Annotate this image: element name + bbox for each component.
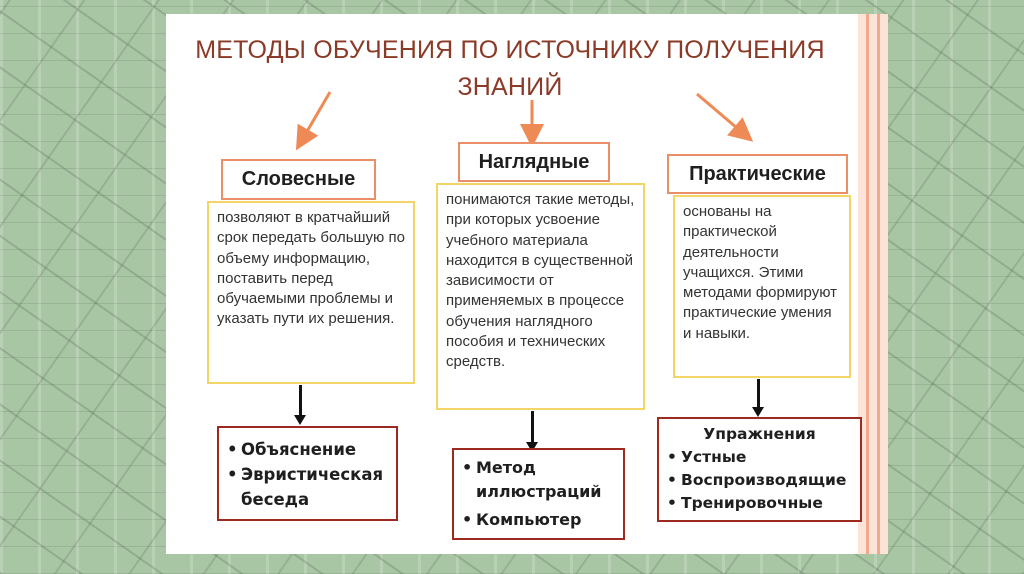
heading-verbal: Словесные bbox=[221, 159, 376, 200]
bullet-icon: • bbox=[462, 458, 473, 477]
list-item: •Тренировочные bbox=[667, 492, 852, 515]
connector-visual bbox=[531, 411, 534, 444]
bullet-icon: • bbox=[462, 510, 473, 529]
connector-verbal-arrowhead bbox=[294, 415, 306, 425]
list-item: •Объяснение bbox=[227, 437, 388, 462]
heading-visual: Наглядные bbox=[458, 142, 610, 182]
list-item: •Воспроизводящие bbox=[667, 469, 852, 492]
list-title: Упражнения bbox=[703, 425, 816, 443]
arrow-to-practical bbox=[696, 92, 754, 142]
connector-practical-arrowhead bbox=[752, 407, 764, 417]
list-item: •Устные bbox=[667, 446, 852, 469]
list-visual: •Метод иллюстраций •Компьютер bbox=[452, 448, 625, 540]
bullet-icon: • bbox=[227, 465, 238, 484]
bullet-icon: • bbox=[227, 440, 238, 459]
description-practical: основаны на практической деятельности уч… bbox=[673, 195, 851, 378]
page-title: МЕТОДЫ ОБУЧЕНИЯ ПО ИСТОЧНИКУ ПОЛУЧЕНИЯ З… bbox=[195, 36, 825, 101]
list-item: •Метод иллюстраций bbox=[462, 458, 602, 501]
bullet-icon: • bbox=[667, 494, 677, 512]
heading-practical: Практические bbox=[667, 154, 848, 194]
list-verbal: •Объяснение •Эвристическая беседа bbox=[217, 426, 398, 521]
list-item: •Компьютер bbox=[462, 508, 615, 532]
bullet-icon: • bbox=[667, 471, 677, 489]
list-item: •Эвристическая беседа bbox=[227, 462, 388, 512]
list-practical: Упражнения •Устные •Воспроизводящие •Тре… bbox=[657, 417, 862, 522]
bullet-icon: • bbox=[667, 448, 677, 466]
decorative-side-strip bbox=[858, 14, 888, 554]
connector-visual-arrowhead bbox=[526, 442, 538, 452]
description-visual: понимаются такие методы, при которых усв… bbox=[436, 183, 645, 410]
arrow-to-verbal bbox=[295, 91, 332, 151]
connector-verbal bbox=[299, 385, 302, 417]
description-verbal: позволяют в кратчайший срок передать бол… bbox=[207, 201, 415, 384]
connector-practical bbox=[757, 379, 760, 409]
